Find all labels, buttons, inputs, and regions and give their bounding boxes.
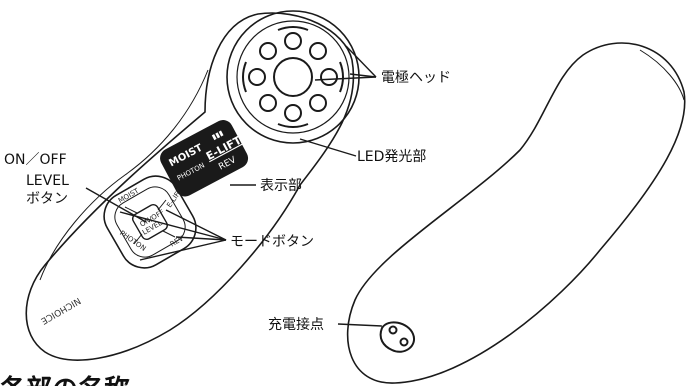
mode-buttons-label: モードボタン (230, 234, 314, 250)
button-divider (157, 199, 167, 211)
display-label: 表示部 (260, 178, 302, 194)
charging-contact-label: 充電接点 (268, 316, 324, 333)
power-level-button[interactable] (131, 203, 169, 241)
button-cluster-outline (103, 175, 197, 269)
display-panel: MOIST E-LIFT PHOTON REV ▮▮▮ (160, 120, 249, 197)
led-circle (284, 32, 302, 50)
electrode-slot (242, 61, 247, 93)
power-level-label-line2: LEVEL (26, 173, 69, 189)
button-cluster (103, 175, 197, 269)
led-circle (309, 42, 327, 60)
led-circle (259, 94, 277, 112)
charging-contact-pad (379, 321, 416, 353)
led-emitter-label: LED発光部 (357, 149, 426, 165)
button-divider (124, 206, 138, 214)
button-moist-text: MOIST (117, 187, 141, 205)
device-front-body (25, 12, 355, 361)
charging-contact-pin (399, 337, 409, 347)
electrode-slot (277, 123, 309, 128)
leader-lines (85, 45, 383, 327)
button-divider (162, 230, 176, 238)
electrode-head-rim (226, 10, 360, 144)
brand-text: NICHOICE (38, 295, 82, 326)
led-circle (248, 68, 266, 86)
section-heading-partial: 各部の名称 (0, 374, 130, 386)
device-back-contour (639, 49, 685, 101)
led-circle (320, 68, 338, 86)
led-circle (284, 104, 302, 122)
led-circle (259, 42, 277, 60)
electrode-head (226, 10, 360, 144)
charging-contact-pin (388, 325, 398, 335)
led-circle (309, 94, 327, 112)
callout-labels: 電極ヘッド LED発光部 表示部 ON／OFF LEVEL ボタン モードボタン… (4, 70, 451, 333)
device-back-view (346, 42, 686, 384)
device-front-contour (39, 69, 209, 281)
device-back-body (346, 42, 686, 384)
electrode-slot (339, 61, 344, 93)
device-front-view (25, 12, 355, 361)
center-electrode (273, 57, 313, 97)
power-level-label-line3: ボタン (26, 191, 68, 207)
power-level-label-line1: ON／OFF (4, 152, 67, 168)
button-cluster-inner (114, 186, 186, 258)
electrode-head-ring (236, 20, 350, 134)
electrode-slot (277, 26, 309, 31)
button-divider (133, 233, 143, 245)
electrode-head-label: 電極ヘッド (381, 70, 451, 86)
